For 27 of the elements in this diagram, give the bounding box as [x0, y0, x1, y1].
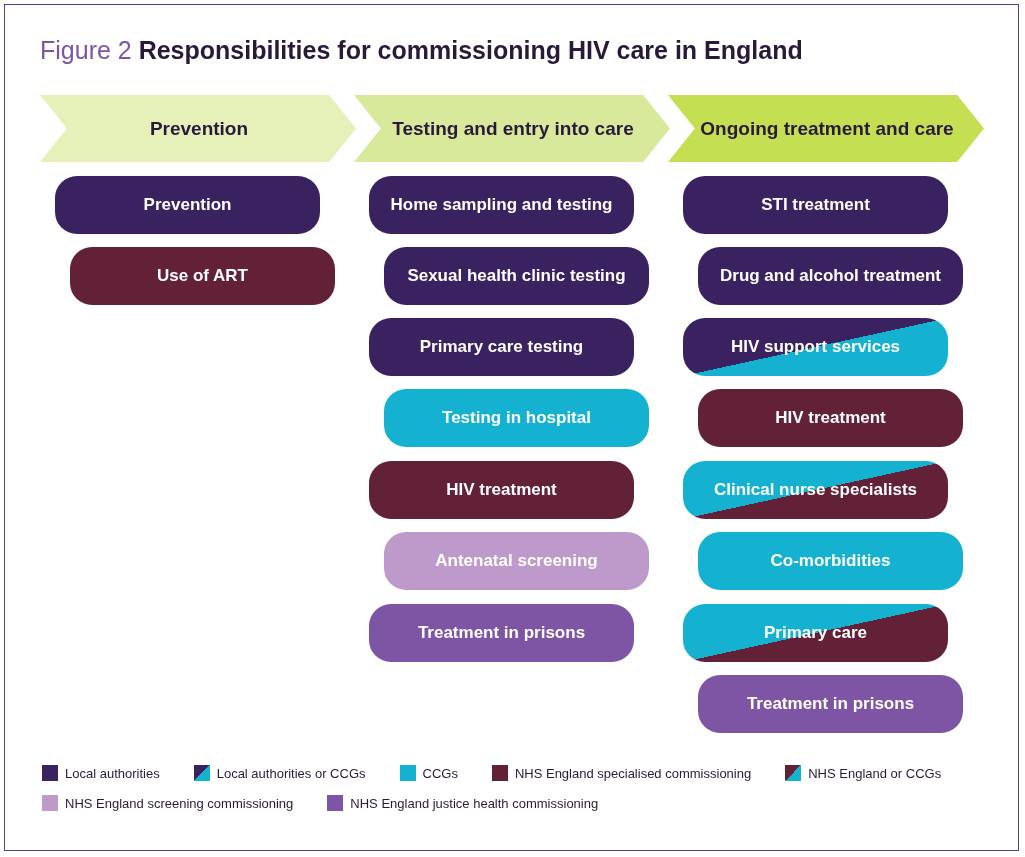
- legend-label: NHS England or CCGs: [808, 765, 942, 781]
- legend-label: NHS England specialised commissioning: [514, 765, 752, 781]
- legend-label: NHS England screening commissioning: [65, 795, 294, 811]
- service-pill: Home sampling and testing: [369, 176, 634, 234]
- service-pill: Drug and alcohol treatment: [698, 247, 963, 305]
- service-pill: Antenatal screening: [384, 532, 649, 590]
- service-pill: Primary care testing: [369, 318, 634, 376]
- service-pill: Testing in hospital: [384, 389, 649, 447]
- service-pill: Co-morbidities: [698, 532, 963, 590]
- service-pill: Treatment in prisons: [369, 604, 634, 662]
- service-pill: Use of ART: [70, 247, 335, 305]
- service-pill: HIV treatment: [369, 461, 634, 519]
- service-pill: HIV support services: [683, 318, 948, 376]
- stage-header: Ongoing treatment and care: [668, 95, 984, 162]
- legend-label: NHS England justice health commissioning: [350, 795, 599, 811]
- legend-label: CCGs: [422, 765, 458, 781]
- service-pill: Prevention: [55, 176, 320, 234]
- service-pill: Sexual health clinic testing: [384, 247, 649, 305]
- stage-header: Testing and entry into care: [354, 95, 670, 162]
- legend-label: Local authorities: [65, 765, 160, 781]
- service-pill: HIV treatment: [698, 389, 963, 447]
- service-pill: Treatment in prisons: [698, 675, 963, 733]
- service-pill: STI treatment: [683, 176, 948, 234]
- legend-label: Local authorities or CCGs: [216, 765, 366, 781]
- stage-header: Prevention: [40, 95, 356, 162]
- figure-title: Figure 2 Responsibilities for commissioning HIV care in England: [40, 36, 803, 65]
- service-pill: Primary care: [683, 604, 948, 662]
